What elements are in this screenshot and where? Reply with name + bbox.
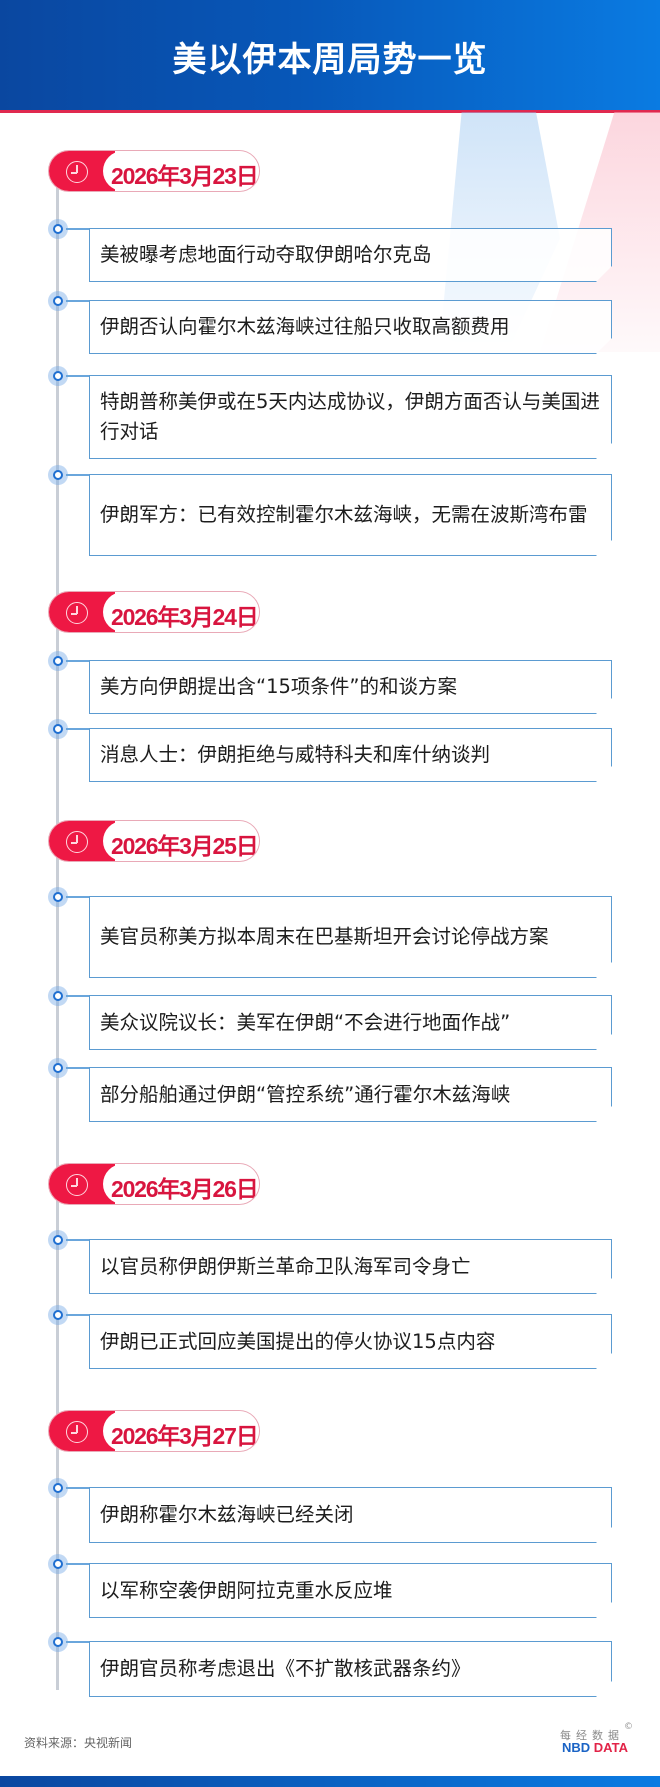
timeline-node-icon [48,291,68,311]
logo-data: DATA [593,1740,628,1755]
event-text: 以军称空袭伊朗阿拉克重水反应堆 [100,1578,393,1602]
event-card: 以军称空袭伊朗阿拉克重水反应堆 [89,1563,612,1618]
timeline-node-icon [48,366,68,386]
event-card: 伊朗否认向霍尔木兹海峡过往船只收取高额费用 [89,300,612,354]
clock-icon [66,831,88,853]
date-label: 2026年3月24日 [111,604,259,630]
header-divider [0,110,660,113]
date-pill-2026-03-27: 2026年3月27日 [48,1410,260,1452]
event-card: 特朗普称美伊或在5天内达成协议，伊朗方面否认与美国进行对话 [89,375,612,459]
source-note: 资料来源：央视新闻 [24,1736,133,1750]
event-card: 美方向伊朗提出含“15项条件”的和谈方案 [89,660,612,714]
event-card: 伊朗称霍尔木兹海峡已经关闭 [89,1487,612,1543]
clock-icon [66,602,88,624]
copyright-icon: © [624,1722,633,1732]
date-pill-2026-03-26: 2026年3月26日 [48,1163,260,1205]
event-text: 以官员称伊朗伊斯兰革命卫队海军司令身亡 [100,1254,471,1278]
header-banner [0,0,660,111]
timeline-axis [56,170,59,1690]
clock-icon [66,1174,88,1196]
timeline-node-icon [48,1478,68,1498]
timeline-node-icon [48,219,68,239]
event-text: 部分船舶通过伊朗“管控系统”通行霍尔木兹海峡 [100,1082,511,1106]
timeline-node-icon [48,986,68,1006]
date-label: 2026年3月25日 [111,833,259,859]
timeline-node-icon [48,1305,68,1325]
timeline-node-icon [48,1632,68,1652]
event-card: 美被曝考虑地面行动夺取伊朗哈尔克岛 [89,228,612,282]
footer-bar [0,1776,660,1787]
event-text: 伊朗否认向霍尔木兹海峡过往船只收取高额费用 [100,315,510,338]
date-pill-2026-03-25: 2026年3月25日 [48,820,260,862]
event-text: 伊朗已正式回应美国提出的停火协议15点内容 [100,1329,496,1353]
nbd-data-logo: NBD DATA [562,1740,628,1755]
timeline-node-icon [48,719,68,739]
event-card: 伊朗已正式回应美国提出的停火协议15点内容 [89,1314,612,1369]
timeline-node-icon [48,887,68,907]
timeline-node-icon [48,651,68,671]
logo-nbd: NBD [562,1740,591,1755]
event-card: 美官员称美方拟本周末在巴基斯坦开会讨论停战方案 [89,896,612,978]
timeline-node-icon [48,1230,68,1250]
timeline-node-icon [48,465,68,485]
clock-icon [66,1421,88,1443]
event-text: 伊朗官员称考虑退出《不扩散核武器条约》 [100,1657,471,1680]
logo-chinese: 每经数据 [560,1729,624,1742]
event-card: 以官员称伊朗伊斯兰革命卫队海军司令身亡 [89,1239,612,1294]
timeline-node-icon [48,1554,68,1574]
event-text: 美方向伊朗提出含“15项条件”的和谈方案 [100,675,458,698]
page-title: 美以伊本周局势一览 [172,40,488,80]
event-card: 伊朗官员称考虑退出《不扩散核武器条约》 [89,1641,612,1697]
event-card: 消息人士：伊朗拒绝与威特科夫和库什纳谈判 [89,728,612,782]
event-card: 伊朗军方：已有效控制霍尔木兹海峡，无需在波斯湾布雷 [89,474,612,556]
event-text: 特朗普称美伊或在5天内达成协议，伊朗方面否认与美国进行对话 [100,390,600,443]
event-text: 美官员称美方拟本周末在巴基斯坦开会讨论停战方案 [100,925,549,948]
date-pill-2026-03-23: 2026年3月23日 [48,150,260,192]
event-text: 美众议院议长：美军在伊朗“不会进行地面作战” [100,1010,511,1034]
date-label: 2026年3月23日 [111,163,259,189]
date-label: 2026年3月26日 [111,1176,259,1202]
date-pill-2026-03-24: 2026年3月24日 [48,591,260,633]
clock-icon [66,161,88,183]
event-card: 美众议院议长：美军在伊朗“不会进行地面作战” [89,995,612,1050]
event-text: 消息人士：伊朗拒绝与威特科夫和库什纳谈判 [100,743,491,766]
event-text: 美被曝考虑地面行动夺取伊朗哈尔克岛 [100,243,432,266]
timeline-node-icon [48,1058,68,1078]
event-card: 部分船舶通过伊朗“管控系统”通行霍尔木兹海峡 [89,1067,612,1122]
event-text: 伊朗军方：已有效控制霍尔木兹海峡，无需在波斯湾布雷 [100,503,588,526]
event-text: 伊朗称霍尔木兹海峡已经关闭 [100,1503,354,1526]
date-label: 2026年3月27日 [111,1423,259,1449]
